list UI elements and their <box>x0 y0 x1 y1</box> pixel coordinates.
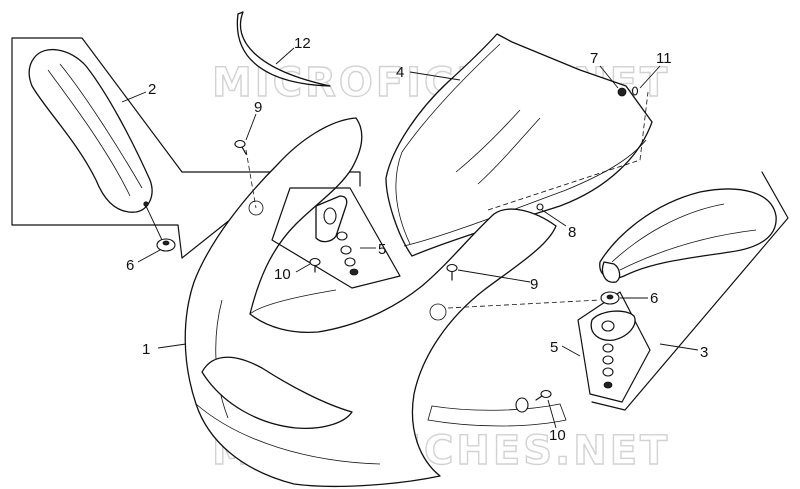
leader-1 <box>157 343 187 349</box>
middle-screw-part <box>446 263 458 281</box>
windshield-washer-part <box>631 86 639 96</box>
callout-1: 1 <box>142 341 150 358</box>
leader-10-right <box>547 399 557 429</box>
callout-9-mid: 9 <box>530 276 538 293</box>
callout-7: 7 <box>590 50 598 67</box>
leader-11 <box>639 65 661 89</box>
fairing-side-screw-boss <box>515 397 529 413</box>
leader-4 <box>409 71 461 81</box>
callout-9-top: 9 <box>254 99 262 116</box>
callout-5-left: 5 <box>378 241 386 258</box>
screw-alignment-line <box>245 149 257 209</box>
leader-12 <box>275 47 295 65</box>
left-mirror-contour <box>47 63 143 197</box>
callout-5-right: 5 <box>550 339 558 356</box>
windshield-inner-edge <box>395 43 501 245</box>
right-mirror-stem <box>601 261 621 283</box>
fairing-mount-hole-right <box>429 303 447 321</box>
right-mirror-frame <box>591 171 789 411</box>
leader-3 <box>659 343 699 351</box>
right-mirror-contour <box>611 203 757 271</box>
leader-7 <box>599 65 619 89</box>
right-grommet-hole <box>606 294 614 300</box>
windshield-alignment-line <box>487 91 649 211</box>
left-mirror-frame <box>11 37 361 259</box>
trim-strip-part <box>236 11 331 87</box>
left-spacer-2 <box>340 245 352 255</box>
callout-6-left: 6 <box>126 257 134 274</box>
callout-2: 2 <box>148 81 156 98</box>
windshield-nut-part <box>617 87 627 97</box>
left-mirror-pin <box>143 201 149 207</box>
callout-11: 11 <box>656 50 672 67</box>
left-grommet-hole <box>162 240 170 246</box>
right-mount-group-box <box>577 291 651 403</box>
left-mount-stud <box>323 207 337 225</box>
left-spacer-1 <box>336 231 348 241</box>
leader-9-top <box>245 113 257 141</box>
right-mount-stud <box>601 320 615 332</box>
callout-8: 8 <box>568 224 576 241</box>
leader-2 <box>121 91 147 103</box>
left-nut <box>349 268 359 276</box>
callout-10-left: 10 <box>274 266 291 283</box>
callout-3: 3 <box>700 344 708 361</box>
fairing-lower-edge <box>195 403 381 465</box>
fairing-mount-hole-left <box>248 200 264 216</box>
callout-10-right: 10 <box>549 427 566 444</box>
leader-6-left <box>137 249 161 263</box>
left-mount-group-box <box>271 187 401 289</box>
right-nut <box>603 381 613 389</box>
windshield-part <box>385 33 653 257</box>
right-mirror-part <box>599 188 777 279</box>
right-spacer-3 <box>602 367 614 377</box>
right-bolt-part <box>535 389 552 401</box>
fairing-side-trim <box>427 403 567 427</box>
left-bolt-part <box>309 257 321 273</box>
left-mirror-pin-line <box>145 205 163 241</box>
leader-8 <box>541 209 567 227</box>
mirror-alignment-line <box>447 299 601 309</box>
callout-12: 12 <box>294 35 311 52</box>
windshield-reflection <box>455 109 541 185</box>
fairing-headlight-recess <box>201 356 353 430</box>
left-mirror-part <box>28 48 153 213</box>
leader-5-right <box>561 345 581 357</box>
windshield-bottom-strip <box>403 139 647 247</box>
upper-screw-part <box>234 139 247 155</box>
left-spacer-3 <box>344 257 356 267</box>
callout-6-right: 6 <box>650 290 658 307</box>
right-spacer-2 <box>602 355 614 365</box>
right-spacer-1 <box>602 343 614 353</box>
leader-9-mid <box>457 269 531 283</box>
leader-10-left <box>295 263 311 273</box>
callout-4: 4 <box>396 64 404 81</box>
windshield-screw-part <box>536 203 544 211</box>
